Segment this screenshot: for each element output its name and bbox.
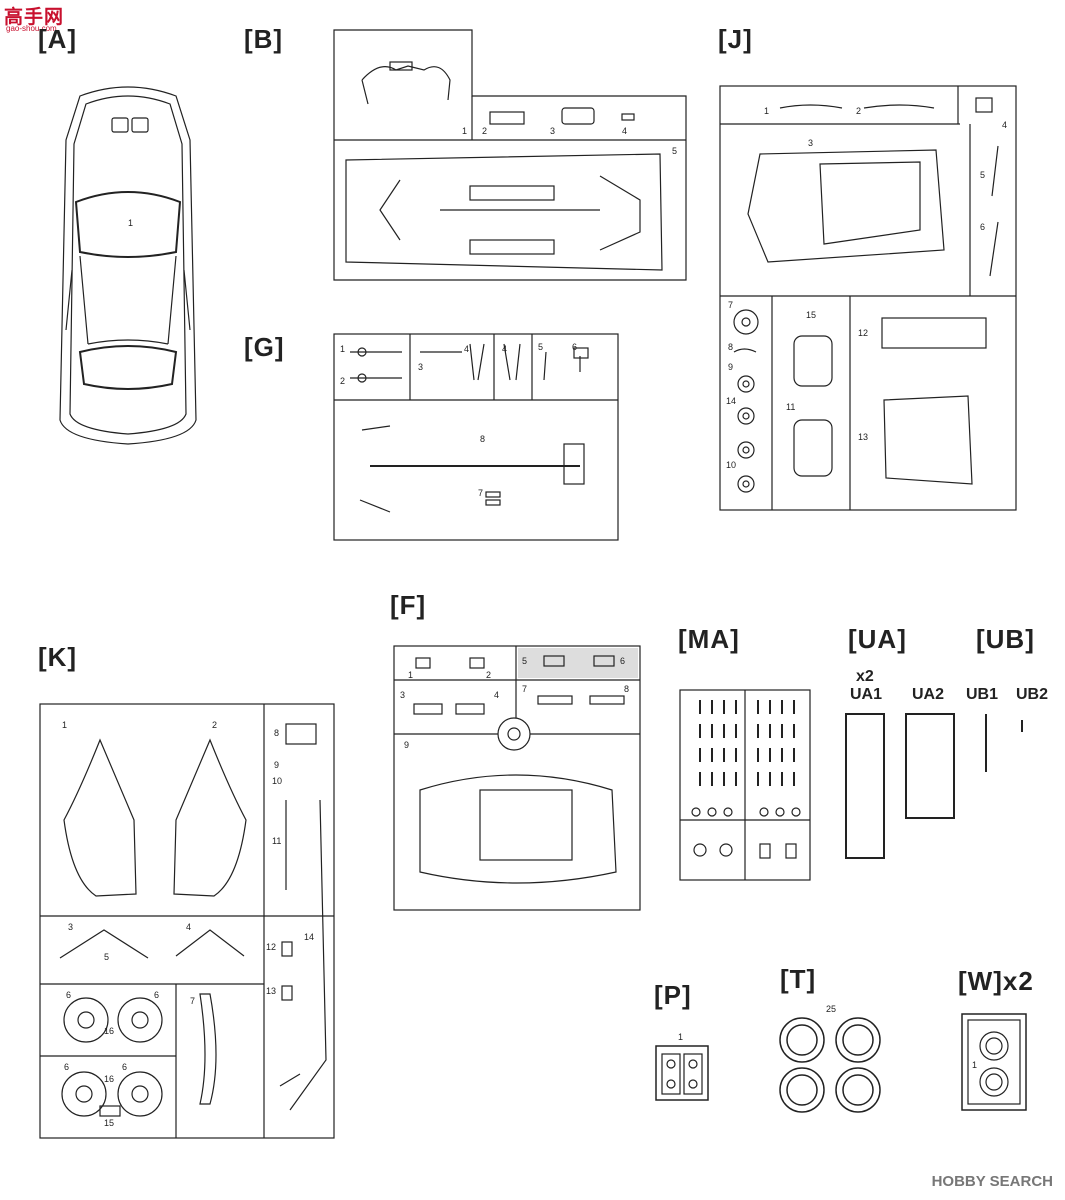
part-j1: 1: [764, 106, 770, 116]
part-f7: 7: [522, 684, 528, 694]
section-label-t: [T]: [780, 964, 817, 994]
tires-t: [779, 1017, 881, 1113]
sprue-j: [719, 85, 1017, 511]
part-b5: 5: [672, 146, 678, 156]
part-k6b: 6: [154, 990, 160, 1000]
ua-qty: x2: [856, 668, 874, 685]
section-label-w: [W]x2: [958, 966, 1034, 996]
part-t25: 25: [826, 1004, 837, 1014]
section-label-k: [K]: [38, 642, 78, 672]
part-k7: 7: [190, 996, 196, 1006]
part-k6d: 6: [122, 1062, 128, 1072]
part-j15: 15: [806, 310, 817, 320]
part-b2: 2: [482, 126, 488, 136]
part-k3: 3: [68, 922, 74, 932]
part-k16a: 16: [104, 1026, 115, 1036]
part-j8: 8: [728, 342, 734, 352]
part-f8: 8: [624, 684, 630, 694]
part-g4a: 4: [464, 344, 470, 354]
part-j3: 3: [808, 138, 814, 148]
ua1-label: UA1: [850, 686, 883, 703]
part-k8: 8: [274, 728, 280, 738]
sprue-f: [393, 645, 641, 911]
part-f5: 5: [522, 656, 528, 666]
section-label-p: [P]: [654, 980, 692, 1010]
section-label-g: [G]: [244, 332, 285, 362]
part-k16b: 16: [104, 1074, 115, 1084]
part-f9: 9: [404, 740, 410, 750]
part-f4: 4: [494, 690, 500, 700]
sprue-k: [39, 703, 335, 1139]
ub1-label: UB1: [966, 686, 999, 703]
part-g7: 7: [478, 488, 484, 498]
part-k14: 14: [304, 932, 315, 942]
ua2-label: UA2: [912, 686, 945, 703]
site-logo: 高手网 gao-shou.com: [4, 2, 74, 36]
sprue-b: [333, 29, 687, 281]
ub2-label: UB2: [1016, 686, 1049, 703]
part-w1: 1: [972, 1060, 978, 1070]
sprue-w: [961, 1013, 1027, 1111]
part-j13: 13: [858, 432, 869, 442]
decal-ua-ub: [845, 713, 1023, 859]
part-j11: 11: [786, 402, 796, 412]
part-j2: 2: [856, 106, 862, 116]
section-label-ma: [MA]: [678, 624, 740, 654]
part-j7: 7: [728, 300, 734, 310]
part-k2: 2: [212, 720, 218, 730]
part-g1: 1: [340, 344, 346, 354]
section-label-ub: [UB]: [976, 624, 1035, 654]
part-b4: 4: [622, 126, 628, 136]
part-g2: 2: [340, 376, 346, 386]
section-label-ua: [UA]: [848, 624, 907, 654]
part-g5: 5: [538, 342, 544, 352]
part-f1: 1: [408, 670, 414, 680]
part-b3: 3: [550, 126, 556, 136]
part-j4: 4: [1002, 120, 1008, 130]
part-k4: 4: [186, 922, 192, 932]
part-k12: 12: [266, 942, 277, 952]
part-g3: 3: [418, 362, 424, 372]
part-j12: 12: [858, 328, 869, 338]
body-shell-a1: [59, 86, 197, 445]
part-k15: 15: [104, 1118, 115, 1128]
part-f2: 2: [486, 670, 492, 680]
part-j6: 6: [980, 222, 986, 232]
section-label-f: [F]: [390, 590, 427, 620]
part-p1: 1: [678, 1032, 684, 1042]
part-g6: 6: [572, 342, 578, 352]
part-f3: 3: [400, 690, 406, 700]
part-a1: 1: [128, 218, 134, 228]
sprue-ma: [679, 689, 811, 881]
part-j14: 14: [726, 396, 737, 406]
part-k1: 1: [62, 720, 68, 730]
part-k6c: 6: [64, 1062, 70, 1072]
sprue-p: [655, 1045, 709, 1101]
section-label-b: [B]: [244, 24, 284, 54]
part-j10: 10: [726, 460, 737, 470]
part-k10: 10: [272, 776, 283, 786]
watermark: HOBBY SEARCH: [931, 1173, 1053, 1190]
part-k5: 5: [104, 952, 110, 962]
part-k13: 13: [266, 986, 277, 996]
logo-text: 高手网: [4, 6, 65, 28]
logo-url: gao-shou.com: [6, 24, 57, 33]
part-g4b: 4: [502, 344, 508, 354]
part-f6: 6: [620, 656, 626, 666]
part-b1: 1: [462, 126, 468, 136]
part-j5: 5: [980, 170, 986, 180]
section-label-j: [J]: [718, 24, 753, 54]
sprue-g: [333, 333, 619, 541]
part-j9: 9: [728, 362, 734, 372]
part-k11: 11: [272, 836, 282, 846]
part-k6a: 6: [66, 990, 72, 1000]
section-label-a: [A]: [38, 24, 78, 54]
part-k9: 9: [274, 760, 280, 770]
part-g8: 8: [480, 434, 486, 444]
